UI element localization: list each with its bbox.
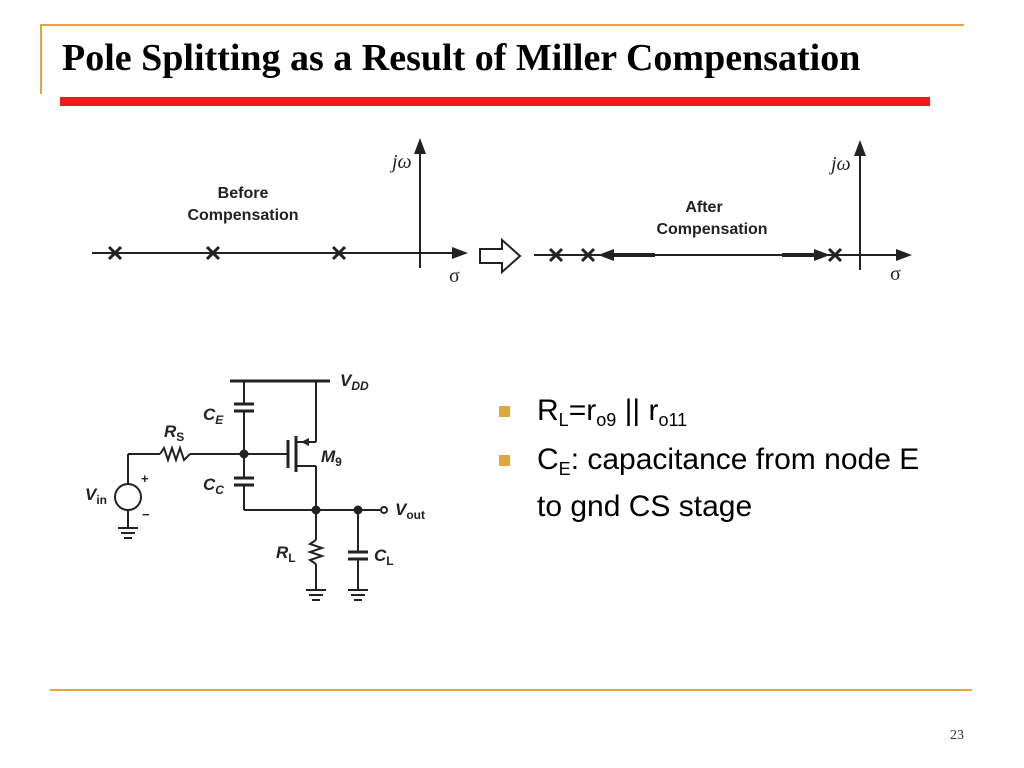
- ce-label: CE: [203, 405, 224, 427]
- pole-after-3: [827, 247, 843, 263]
- imag-axis-arrow-after: [854, 140, 866, 156]
- frame-left-line: [40, 24, 42, 94]
- bullet-item-rl: RL=ro9 || ro11: [497, 392, 937, 439]
- pole-zero-before: [92, 138, 468, 268]
- pole-after-1: [548, 247, 564, 263]
- circuit-labels: VDD CE RS CC M9 Vin Vout RL CL + −: [85, 371, 425, 568]
- m9-label: M9: [321, 447, 342, 469]
- rl-resistor: [306, 539, 326, 565]
- pole-before-2: [205, 245, 221, 261]
- before-label-line1: Before: [218, 185, 269, 202]
- frame-top-line: [40, 24, 964, 26]
- m9-arrow: [301, 438, 309, 446]
- before-label-line2: Compensation: [187, 207, 298, 224]
- out-node-dot: [353, 505, 363, 515]
- vin-minus-sign: −: [142, 507, 150, 522]
- imag-axis-arrow-before: [414, 138, 426, 154]
- bullet-rl-sub3: o11: [658, 410, 688, 430]
- real-axis-label-before: σ: [449, 265, 460, 287]
- real-axis-arrow-after: [896, 249, 912, 261]
- pole-after-2: [580, 247, 596, 263]
- vout-terminal: [380, 506, 388, 514]
- bullet-ce-main: C: [537, 443, 559, 476]
- real-axis-label-after: σ: [890, 263, 901, 285]
- title-underline: [60, 97, 930, 106]
- after-label-line1: After: [685, 199, 722, 216]
- bullet-rl-mid: =r: [568, 394, 597, 427]
- slide-title: Pole Splitting as a Result of Miller Com…: [62, 37, 861, 79]
- rs-resistor: [159, 444, 191, 464]
- vin-label: Vin: [85, 485, 107, 507]
- bullet-list: RL=ro9 || ro11 CE: capacitance from node…: [497, 392, 937, 528]
- bullet-item-ce: CE: capacitance from node E to gnd CS st…: [497, 441, 937, 526]
- bullet-rl-sub1: L: [558, 410, 569, 430]
- bullet-ce-rest: : capacitance from node E to gnd CS stag…: [537, 443, 920, 523]
- transition-arrow-icon: [479, 237, 522, 275]
- vin-source: [114, 483, 142, 511]
- vdd-label: VDD: [340, 371, 369, 393]
- bullet-rl-main: R: [537, 394, 559, 427]
- bullet-rl-sub2: o9: [596, 410, 617, 430]
- vin-plus-sign: +: [141, 471, 149, 486]
- rs-label: RS: [164, 422, 184, 444]
- pole-before-3: [331, 245, 347, 261]
- pole-zero-after: [534, 140, 912, 270]
- imag-axis-label-before: jω: [389, 151, 412, 173]
- cc-label: CC: [203, 475, 224, 497]
- bullet-ce-sub1: E: [558, 459, 571, 479]
- node-e-dot: [239, 449, 249, 459]
- vout-label: Vout: [395, 500, 425, 522]
- after-label-line2: Compensation: [656, 221, 767, 238]
- imag-axis-label-after: jω: [828, 153, 851, 175]
- pole-before-1: [107, 245, 123, 261]
- bullet-rl-rest: || r: [616, 394, 659, 427]
- real-axis-arrow-before: [452, 247, 468, 259]
- pole-shift-left-arrowhead: [598, 249, 614, 261]
- rl-label: RL: [276, 543, 296, 565]
- bullet-square-icon: [499, 406, 510, 417]
- drain-node-dot: [311, 505, 321, 515]
- cs-stage-schematic: [114, 379, 388, 601]
- footer-line: [50, 689, 972, 691]
- cl-label: CL: [374, 546, 394, 568]
- pole-shift-right-arrowhead: [814, 249, 830, 261]
- bullet-square-icon: [499, 455, 510, 466]
- page-number: 23: [950, 728, 964, 743]
